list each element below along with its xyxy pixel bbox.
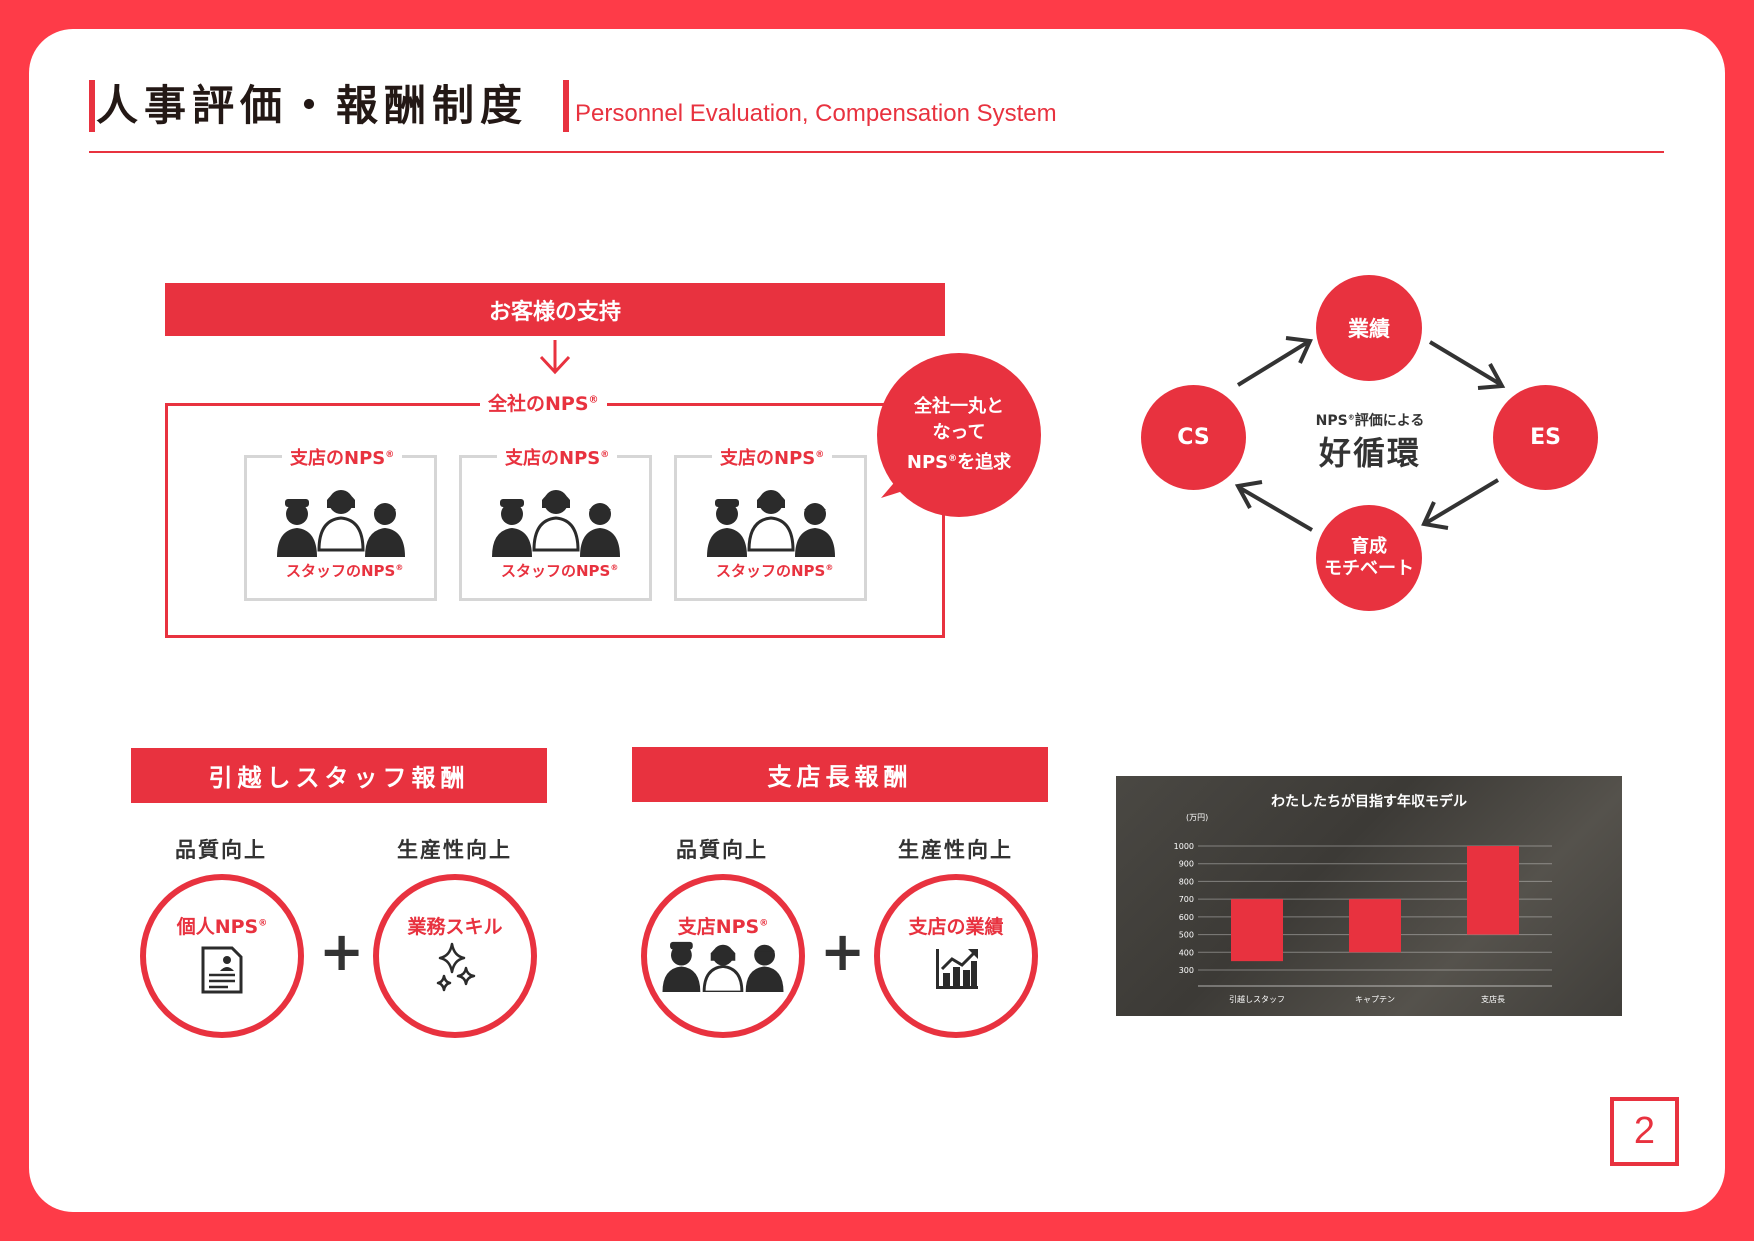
personal-nps-circle [140,874,304,1038]
person-group-icon [277,490,405,557]
person-group-icon [707,490,835,557]
cycle-performance: 業績 [1316,275,1422,381]
chart-ytick-label: 1000 [1174,842,1194,851]
bar-chart-icon [936,949,978,989]
sparkle-icon [436,942,476,992]
bubble-text: 全社一丸と なって NPS®を追求 [906,396,1012,473]
branch-nps-label-2: 支店のNPS® [497,444,618,470]
title-bar-right [563,80,569,132]
work-skill-label: 業務スキル [407,916,503,938]
manager-productivity-label: 生産性向上 [898,838,1013,862]
chart-ytick-label: 800 [1179,877,1194,886]
staff-nps-label-2: スタッフのNPS® [501,562,619,580]
person-group-icon [662,941,784,992]
staff-quality-label: 品質向上 [175,838,267,862]
chart-ytick-label: 900 [1179,860,1194,869]
chart-unit-label: (万円) [1186,813,1208,822]
staff-productivity-label: 生産性向上 [397,838,512,862]
page-subtitle: Personnel Evaluation, Compensation Syste… [575,100,1057,127]
chart-category-label: 支店長 [1481,994,1505,1004]
staff-nps-label-1: スタッフのNPS® [286,562,404,580]
title-bar-left [89,80,95,132]
chart-ytick-label: 700 [1179,895,1194,904]
plus-sign: + [319,920,365,983]
manager-quality-label: 品質向上 [676,838,768,862]
chart-bar [1349,899,1401,953]
chart-bar [1467,846,1519,935]
staff-nps-label-3: スタッフのNPS® [716,562,834,580]
chart-ytick-label: 500 [1179,931,1194,940]
work-skill-circle [373,874,537,1038]
staff-reward-banner: 引越しスタッフ報酬 [131,748,547,803]
manager-reward-banner: 支店長報酬 [632,747,1048,802]
cycle-es: ES [1493,385,1598,490]
speech-bubble [877,353,1041,517]
salary-chart: わたしたちが目指す年収モデル (万円) 1000 900 800 700 600 500 4… [1116,776,1622,1016]
cycle-center-title: 好循環 [1318,434,1421,472]
branch-nps-label-3: 支店のNPS® [712,444,833,470]
personal-nps-label: 個人NPS® [176,916,268,938]
cycle-arrows [1234,336,1506,532]
salary-chart-svg: わたしたちが目指す年収モデル (万円) 1000 900 800 700 600 500 4… [1174,793,1552,1004]
header-rule [89,151,1664,153]
arrow-down-icon [539,340,571,375]
page-title: 人事評価・報酬制度 [96,81,529,130]
plus-sign: + [820,920,866,983]
chart-bar [1231,899,1283,962]
branch-performance-circle [874,874,1038,1038]
chart-title: わたしたちが目指す年収モデル [1271,793,1467,810]
customer-support-label: お客様の支持 [488,299,621,325]
company-nps-label: 全社のNPS® [480,389,607,416]
page-number: 2 [1610,1097,1679,1166]
chart-category-label: キャプテン [1355,995,1395,1004]
chart-ytick-label: 600 [1179,913,1194,922]
cycle-cs: CS [1141,385,1246,490]
branch-nps-circle [641,874,805,1038]
cycle-center-caption: NPS®評価による [1315,413,1425,429]
chart-category-label: 引越しスタッフ [1229,994,1285,1004]
branch-performance-label: 支店の業績 [908,916,1004,938]
customer-support-banner: お客様の支持 [165,283,945,336]
chart-ytick-label: 300 [1179,966,1194,975]
branch-nps-label-1: 支店のNPS® [282,444,403,470]
chart-ytick-label: 400 [1179,948,1194,957]
person-group-icon [492,490,620,557]
branch-nps-circle-label: 支店NPS® [677,916,769,938]
cycle-training: 育成モチベート [1316,505,1422,611]
document-icon [201,946,243,994]
